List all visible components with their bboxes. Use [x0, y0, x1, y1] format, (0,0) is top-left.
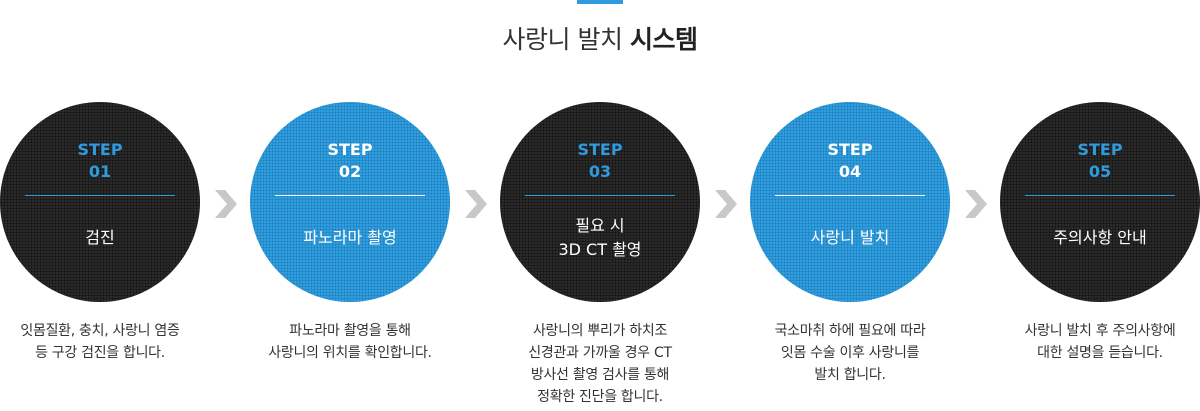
step-word: STEP	[1077, 140, 1123, 159]
step-name: 사랑니 발치	[810, 228, 890, 247]
step-circle	[1000, 102, 1200, 302]
step-divider	[525, 195, 675, 196]
step-01: STEP 01 검진	[0, 102, 200, 302]
step-name: 주의사항 안내	[1053, 228, 1147, 247]
page-title-regular: 사랑니 발치	[502, 25, 623, 54]
step-divider	[275, 195, 425, 196]
step-number: 01	[88, 162, 112, 181]
step-04-description: 국소마취 하에 필요에 따라 잇몸 수술 이후 사랑니를 발치 합니다.	[774, 323, 926, 383]
step-number: 03	[588, 162, 612, 181]
step-name: 필요 시 3D CT 촬영	[558, 216, 642, 259]
step-circle	[500, 102, 700, 302]
step-word: STEP	[327, 140, 373, 159]
step-05: STEP 05 주의사항 안내	[1000, 102, 1200, 302]
step-number: 05	[1088, 162, 1112, 181]
step-label: STEP 02	[250, 139, 450, 183]
chevron-right-icon	[965, 190, 987, 218]
step-circle	[750, 102, 950, 302]
step-name: 파노라마 촬영	[303, 228, 397, 247]
chevron-right-icon	[215, 190, 237, 218]
step-word: STEP	[577, 140, 623, 159]
step-label: STEP 03	[500, 139, 700, 183]
step-label: STEP 04	[750, 139, 950, 183]
step-label: STEP 01	[0, 139, 200, 183]
chevron-right-icon	[715, 190, 737, 218]
step-02-description: 파노라마 촬영을 통해 사랑니의 위치를 확인합니다.	[268, 323, 432, 361]
step-04: STEP 04 사랑니 발치	[750, 102, 950, 302]
step-word: STEP	[77, 140, 123, 159]
step-circle	[0, 102, 200, 302]
step-name: 검진	[85, 228, 115, 247]
chevron-right-icon	[465, 190, 487, 218]
step-number: 04	[838, 162, 862, 181]
steps-row: STEP 01 검진 STEP 02 파노라마 촬영 STEP 03 필요 시 …	[0, 102, 1200, 302]
step-divider	[775, 195, 925, 196]
step-divider	[1025, 195, 1175, 196]
step-word: STEP	[827, 140, 873, 159]
step-01-description: 잇몸질환, 충치, 사랑니 염증 등 구강 검진을 합니다.	[20, 323, 180, 361]
step-03-description: 사랑니의 뿌리가 하치조 신경관과 가까울 경우 CT 방사선 촬영 검사를 통…	[528, 323, 672, 405]
step-label: STEP 05	[1000, 139, 1200, 183]
top-accent-bar	[577, 0, 623, 4]
step-02: STEP 02 파노라마 촬영	[250, 102, 450, 302]
page-title: 사랑니 발치 시스템	[0, 20, 1200, 60]
step-divider	[25, 195, 175, 196]
step-number: 02	[338, 162, 362, 181]
step-circle	[250, 102, 450, 302]
page-title-bold: 시스템	[629, 25, 698, 54]
step-03: STEP 03 필요 시 3D CT 촬영	[500, 102, 700, 302]
step-05-description: 사랑니 발치 후 주의사항에 대한 설명을 듣습니다.	[1024, 323, 1176, 361]
